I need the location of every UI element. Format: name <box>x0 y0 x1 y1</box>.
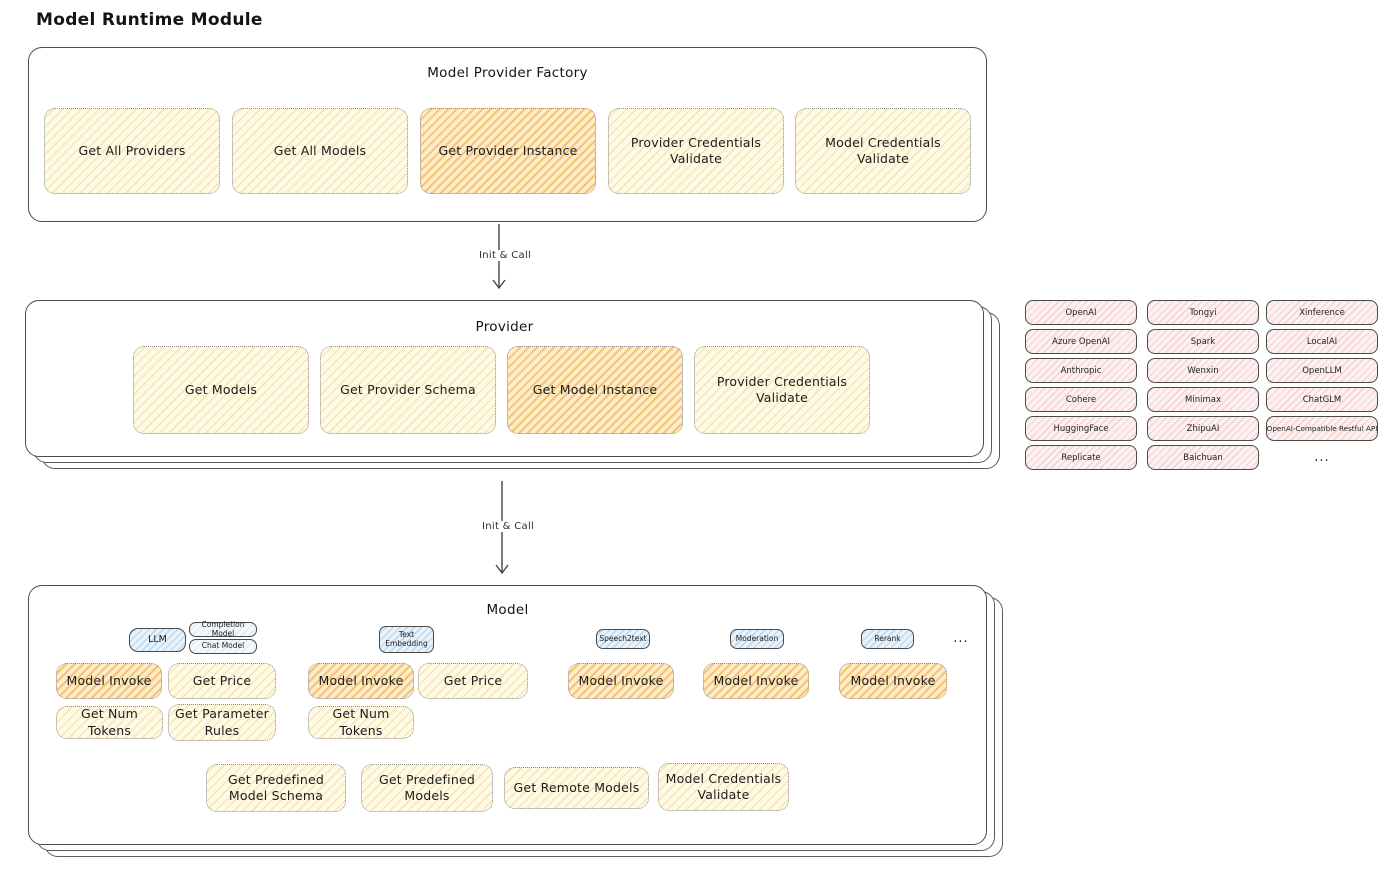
get-remote-models: Get Remote Models <box>504 767 649 809</box>
page-title: Model Runtime Module <box>36 10 263 30</box>
vendor-chip-xinference: Xinference <box>1266 300 1378 325</box>
provider-title: Provider <box>475 319 534 335</box>
vendor-chip-wenxin: Wenxin <box>1147 358 1259 383</box>
get-price-llm: Get Price <box>168 663 276 699</box>
factory-node-provider-credentials-validate: Provider Credentials Validate <box>608 108 784 194</box>
tab-completion-model: Completion Model <box>189 620 257 637</box>
model-invoke-text-embedding: Model Invoke <box>308 663 414 699</box>
factory-node-model-credentials-validate: Model Credentials Validate <box>795 108 971 194</box>
factory-node-get-provider-instance: Get Provider Instance <box>420 108 596 194</box>
vendor-chip-baichuan: Baichuan <box>1147 445 1259 470</box>
provider-frame: Provider Get Models Get Provider Schema … <box>25 300 984 457</box>
vendor-chip-openai-compatible-restful-api: OpenAI-Compatible Restful API <box>1266 416 1378 441</box>
provider-node-provider-credentials-validate: Provider Credentials Validate <box>694 346 870 434</box>
arrow-label-init-call-1: Init & Call <box>475 250 536 261</box>
vendor-chip-minimax: Minimax <box>1147 387 1259 412</box>
vendor-chip-tongyi: Tongyi <box>1147 300 1259 325</box>
get-num-tokens-llm: Get Num Tokens <box>56 706 163 739</box>
vendor-chip-localai: LocalAI <box>1266 329 1378 354</box>
vendor-chip-openllm: OpenLLM <box>1266 358 1378 383</box>
tab-moderation: Moderation <box>730 629 784 649</box>
get-price-text-embedding: Get Price <box>418 663 528 699</box>
get-predefined-models: Get Predefined Models <box>361 764 493 812</box>
vendor-chip-openai: OpenAI <box>1025 300 1137 325</box>
model-invoke-moderation: Model Invoke <box>703 663 809 699</box>
arrow-label-init-call-2: Init & Call <box>478 521 539 532</box>
vendors-grid: OpenAI Azure OpenAI Anthropic Cohere Hug… <box>1025 300 1380 472</box>
vendor-chip-huggingface: HuggingFace <box>1025 416 1137 441</box>
get-predefined-model-schema: Get Predefined Model Schema <box>206 764 346 812</box>
tab-rerank: Rerank <box>861 629 914 649</box>
tab-llm: LLM <box>129 628 186 652</box>
model-credentials-validate-node: Model Credentials Validate <box>658 763 789 811</box>
model-invoke-speech2text: Model Invoke <box>568 663 674 699</box>
vendor-chip-cohere: Cohere <box>1025 387 1137 412</box>
vendors-more-ellipsis: ... <box>1314 450 1330 465</box>
vendor-chip-spark: Spark <box>1147 329 1259 354</box>
provider-node-get-provider-schema: Get Provider Schema <box>320 346 496 434</box>
vendor-chip-chatglm: ChatGLM <box>1266 387 1378 412</box>
factory-title: Model Provider Factory <box>427 65 588 81</box>
vendor-chip-zhipuai: ZhipuAI <box>1147 416 1259 441</box>
tab-chat-model: Chat Model <box>189 639 257 654</box>
provider-node-get-models: Get Models <box>133 346 309 434</box>
factory-node-get-all-models: Get All Models <box>232 108 408 194</box>
get-parameter-rules: Get Parameter Rules <box>168 704 276 741</box>
factory-node-get-all-providers: Get All Providers <box>44 108 220 194</box>
tabs-more-ellipsis: ... <box>953 630 969 646</box>
vendor-chip-azure-openai: Azure OpenAI <box>1025 329 1137 354</box>
provider-node-get-model-instance: Get Model Instance <box>507 346 683 434</box>
model-frame: Model LLM Completion Model Chat Model Te… <box>28 585 987 845</box>
tab-speech2text: Speech2text <box>596 629 650 649</box>
model-invoke-llm: Model Invoke <box>56 663 162 699</box>
model-invoke-rerank: Model Invoke <box>839 663 947 699</box>
get-num-tokens-text-embedding: Get Num Tokens <box>308 706 414 739</box>
factory-frame: Model Provider Factory Get All Providers… <box>28 47 987 222</box>
vendor-chip-replicate: Replicate <box>1025 445 1137 470</box>
tab-text-embedding: Text Embedding <box>379 626 434 653</box>
model-title: Model <box>486 602 529 618</box>
vendor-chip-anthropic: Anthropic <box>1025 358 1137 383</box>
